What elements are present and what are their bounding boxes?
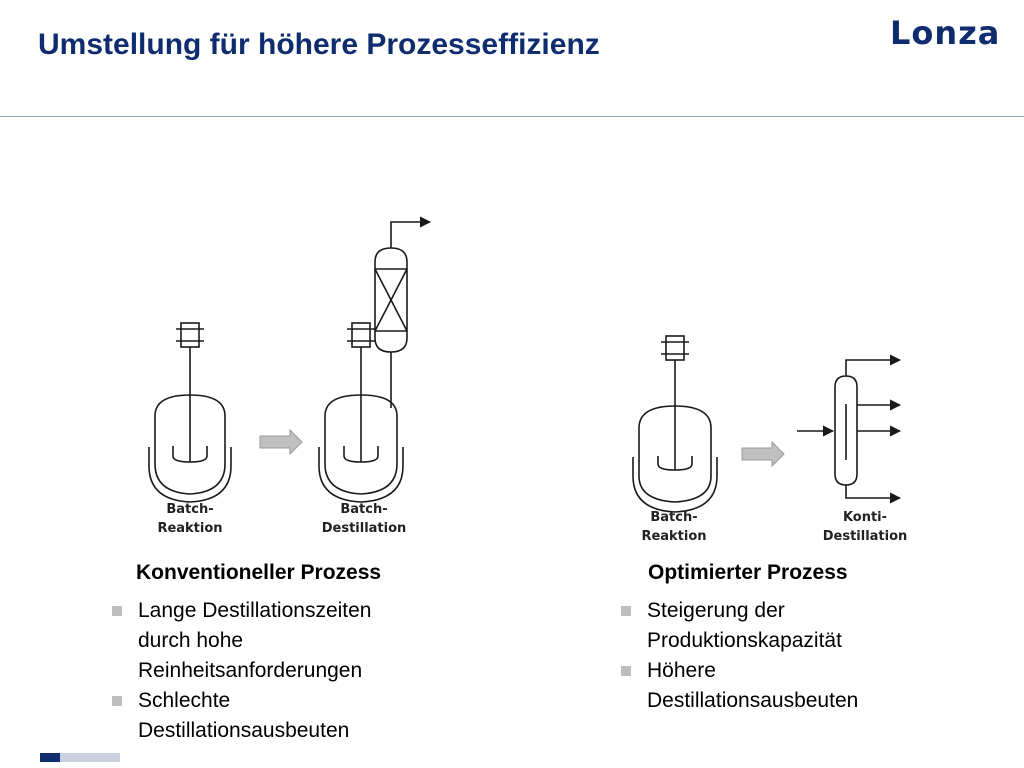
right-bullet-list: Steigerung der Produktionskapazität Höhe… [617,596,858,716]
batch-reactor-left [148,322,232,503]
heading-konventioneller-prozess: Konventioneller Prozess [136,561,382,584]
list-item: Steigerung der Produktionskapazität [617,596,858,656]
label-batch-reaktion-left: Batch- Reaktion [157,502,223,536]
list-item: Schlechte Destillationsausbeuten [108,686,371,746]
footer-accent-dark [40,753,60,762]
label-batch-reaktion-right: Batch- Reaktion [641,510,707,544]
header-divider [0,116,1024,117]
page-title: Umstellung für höhere Prozesseffizienz [38,28,600,61]
transfer-arrow-left [259,428,303,456]
left-bullet-list: Lange Destillationszeiten durch hohe Rei… [108,596,371,746]
label-konti-destillation: Konti- Destillation [822,510,908,544]
heading-optimierter-prozess: Optimierter Prozess [648,561,848,584]
list-item: Lange Destillationszeiten durch hohe Rei… [108,596,371,686]
list-item: Höhere Destillationsausbeuten [617,656,858,716]
batch-distillation-unit [318,216,432,503]
batch-reactor-right [632,335,718,513]
transfer-arrow-right [741,440,785,468]
footer-accent-light [60,753,120,762]
label-batch-destillation: Batch- Destillation [321,502,407,536]
lonza-logo: Lonza [890,14,1001,52]
continuous-distillation-column [797,354,902,504]
